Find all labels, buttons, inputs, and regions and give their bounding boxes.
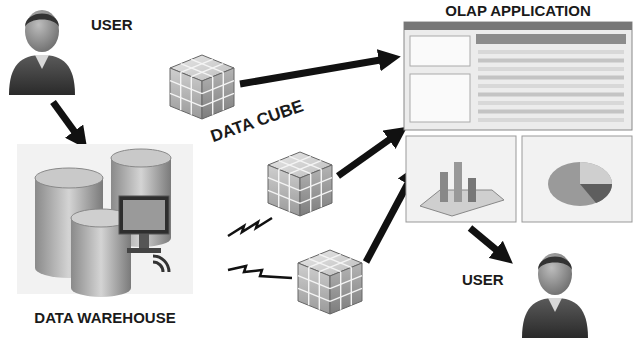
data-cube xyxy=(170,55,234,119)
node-illustration xyxy=(5,3,80,98)
node-label: USER xyxy=(91,17,140,34)
node-label: OLAP APPLICATION xyxy=(398,3,638,20)
flow-arrow xyxy=(53,102,82,142)
lightning-link xyxy=(228,266,292,278)
olap-application: OLAP APPLICATION xyxy=(398,0,638,226)
lightning-link xyxy=(228,218,272,236)
flow-arrow xyxy=(338,132,400,176)
node-illustration xyxy=(400,20,636,225)
node-label: DATA WAREHOUSE xyxy=(12,310,198,327)
data-warehouse: DATA WAREHOUSE xyxy=(12,138,198,336)
node-illustration xyxy=(15,138,195,303)
node-illustration xyxy=(518,246,593,339)
user-figure: USER xyxy=(5,3,140,98)
data-cube xyxy=(298,250,362,314)
user-figure: USER xyxy=(462,254,597,338)
flow-arrow xyxy=(240,58,392,84)
data-cube xyxy=(268,152,332,216)
node-label: USER xyxy=(462,272,597,289)
flow-arrow xyxy=(470,228,506,258)
